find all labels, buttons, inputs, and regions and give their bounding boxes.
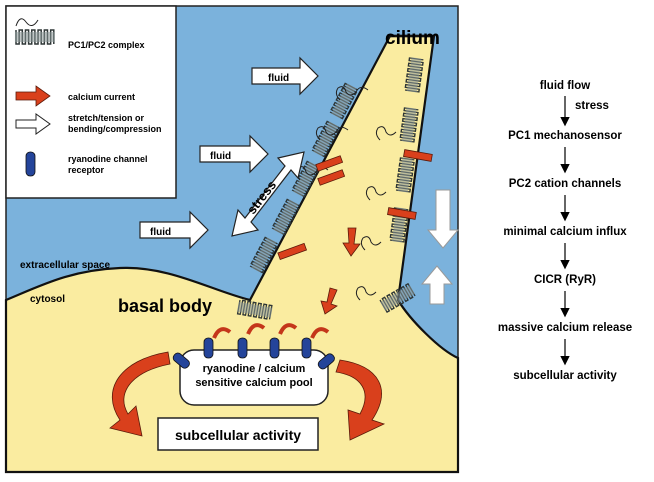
flow-arrow-6 <box>560 339 570 366</box>
flow-step-influx: minimal calcium influx <box>503 226 627 238</box>
flow-step-fluid-flow: fluid flow <box>539 80 591 92</box>
flow-arrow-3 <box>560 195 570 222</box>
flow-arrow-4 <box>560 243 570 270</box>
legend-label-stretch: stretch/tension or <box>68 113 145 123</box>
calcium-pool <box>179 349 329 406</box>
legend-label-stretch-2: bending/compression <box>68 124 162 134</box>
flow-arrow-2 <box>560 147 570 174</box>
red-arrow-icon <box>15 85 51 107</box>
legend-label-ryanodine-2: receptor <box>68 165 105 175</box>
extracellular-space-label: extracellular space <box>20 260 110 271</box>
massive-release-arrows <box>109 351 386 441</box>
fluid-label-mid: fluid <box>210 151 231 162</box>
flow-stress-label: stress <box>575 100 609 112</box>
legend-label-calcium: calcium current <box>68 92 135 102</box>
flow-step-cicr: CICR (RyR) <box>534 274 596 286</box>
flow-arrow-1 <box>560 96 570 127</box>
flow-step-pc2: PC2 cation channels <box>508 178 622 190</box>
calcium-release-curls <box>212 323 330 339</box>
bending-arrows <box>420 189 460 305</box>
cilium-label: cilium <box>385 28 440 49</box>
white-arrow-icon <box>15 113 51 135</box>
fluid-label-top: fluid <box>268 73 289 84</box>
subcellular-activity-box <box>157 417 319 451</box>
flow-step-subcellular: subcellular activity <box>513 370 617 382</box>
calcium-current-arrows <box>277 149 433 315</box>
fluid-arrows <box>139 56 319 250</box>
legend-label-complex: PC1/PC2 complex <box>68 40 145 50</box>
legend-label-ryanodine: ryanodine channel <box>68 154 148 164</box>
basal-body-label: basal body <box>118 296 212 316</box>
flow-step-release: massive calcium release <box>497 322 633 334</box>
blue-channel-icon <box>25 151 36 177</box>
flow-arrow-5 <box>560 291 570 318</box>
flow-step-pc1: PC1 mechanosensor <box>508 130 622 142</box>
ryanodine-channels <box>172 337 335 370</box>
fluid-label-low: fluid <box>150 227 171 238</box>
pool-label-line1: ryanodine / calcium <box>203 363 306 375</box>
stress-arrow <box>231 151 305 237</box>
subcellular-activity-label: subcellular activity <box>175 427 301 443</box>
legend-complex-icon <box>14 18 56 45</box>
cytosol-label: cytosol <box>30 294 65 305</box>
pool-label-line2: sensitive calcium pool <box>195 377 312 389</box>
